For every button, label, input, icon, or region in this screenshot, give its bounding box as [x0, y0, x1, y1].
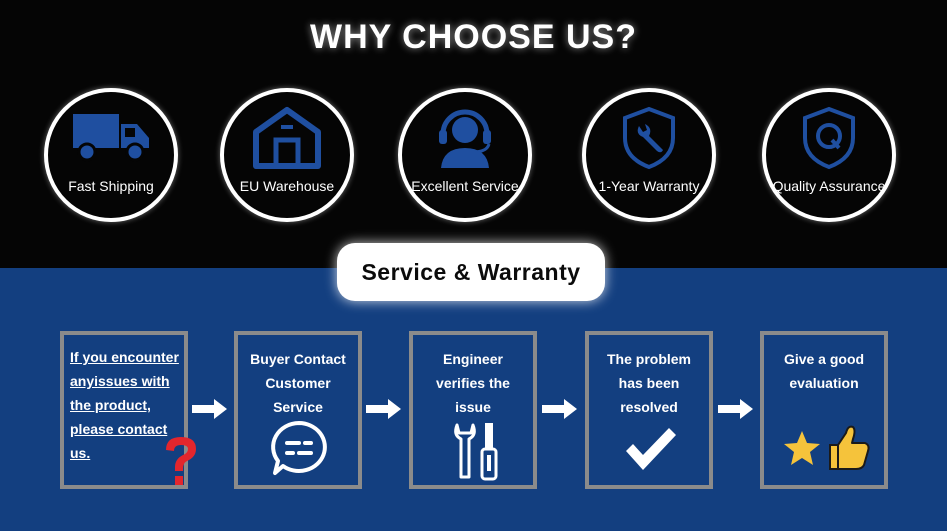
chat-icon — [271, 421, 327, 475]
feature-label: Fast Shipping — [68, 178, 154, 194]
step-text: Buyer Contact Customer Service — [238, 347, 358, 419]
wrench-shield-icon — [623, 106, 675, 170]
feature-quality-assurance: Quality Assurance — [762, 88, 896, 222]
page-title: WHY CHOOSE US? — [310, 18, 637, 56]
feature-warranty: 1-Year Warranty — [582, 88, 716, 222]
step-contact-service: Buyer Contact Customer Service — [234, 331, 362, 489]
step-line: The problem — [606, 351, 691, 367]
step-line: Give a good — [783, 351, 865, 367]
checkmark-icon — [626, 428, 676, 470]
arrow-right-icon — [366, 399, 401, 419]
step-line: Customer — [265, 375, 331, 391]
step-line: If you encounter — [70, 349, 179, 365]
step-text: Give a good evaluation — [764, 347, 884, 395]
step-line: please contact — [70, 421, 168, 437]
feature-eu-warehouse: EU Warehouse — [220, 88, 354, 222]
step-line: verifies the — [436, 375, 510, 391]
headset-icon — [439, 109, 491, 168]
step-line: Engineer — [443, 351, 503, 367]
truck-icon — [73, 114, 149, 162]
step-text: If you encounter anyissues with the prod… — [70, 345, 186, 465]
arrow-right-icon — [718, 399, 753, 419]
step-problem-resolved: The problem has been resolved — [585, 331, 713, 489]
step-text: The problem has been resolved — [589, 347, 709, 419]
step-encounter-issue: If you encounter anyissues with the prod… — [60, 331, 188, 489]
feature-label: Excellent Service — [411, 178, 519, 194]
warehouse-icon — [253, 107, 321, 169]
step-text: Engineer verifies the issue — [413, 347, 533, 419]
step-line: the product, — [70, 397, 151, 413]
step-give-evaluation: Give a good evaluation — [760, 331, 888, 489]
feature-fast-shipping: Fast Shipping — [44, 88, 178, 222]
step-engineer-verifies: Engineer verifies the issue — [409, 331, 537, 489]
q-shield-icon — [803, 106, 855, 170]
feature-label: Quality Assurance — [772, 178, 886, 194]
section-label: Service & Warranty — [337, 243, 605, 301]
step-line: Service — [273, 399, 323, 415]
feature-label: EU Warehouse — [239, 178, 335, 194]
feature-label: 1-Year Warranty — [598, 178, 700, 194]
step-line: Buyer Contact — [250, 351, 346, 367]
step-line: evaluation — [789, 375, 859, 391]
arrow-right-icon — [192, 399, 227, 419]
feature-excellent-service: Excellent Service — [398, 88, 532, 222]
tools-icon — [454, 423, 498, 481]
step-line: anyissues with — [70, 373, 170, 389]
arrow-right-icon — [542, 399, 577, 419]
step-line: has been — [618, 375, 680, 391]
star-thumbs-up-icon — [784, 425, 870, 470]
question-mark-icon — [166, 437, 196, 485]
step-line: issue — [455, 399, 491, 415]
step-line: us. — [70, 445, 91, 461]
step-line: resolved — [620, 399, 678, 415]
